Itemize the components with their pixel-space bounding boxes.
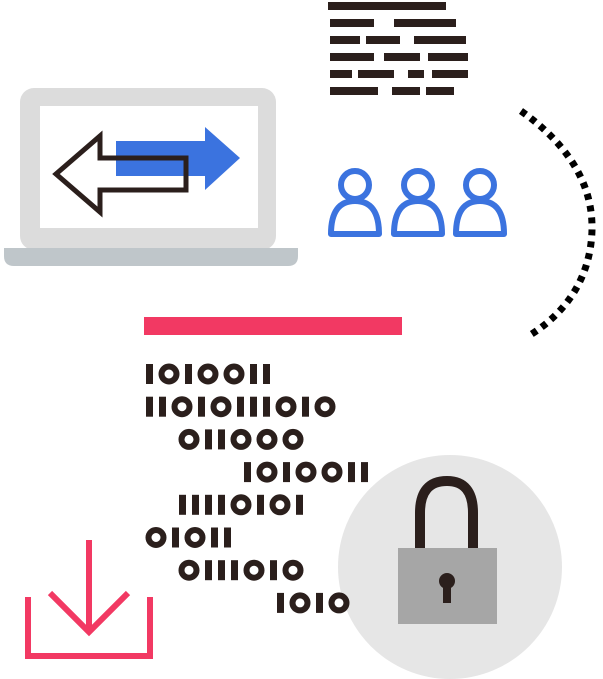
binary-one [205,429,212,450]
binary-one [185,364,192,384]
binary-one [237,396,244,417]
binary-zero [289,592,311,614]
binary-one [231,560,238,581]
document-line [366,36,400,44]
binary-zero [178,428,200,450]
binary-one [250,364,257,384]
user-icon [453,168,507,237]
document-line [432,70,468,78]
document-line [394,19,430,27]
binary-zero [230,428,252,450]
document-line [328,2,446,10]
binary-one [348,462,355,483]
binary-one [302,396,309,417]
binary-one [146,364,153,384]
binary-one [205,560,212,581]
binary-one [224,527,231,548]
document-line [428,53,468,61]
binary-one [361,462,368,483]
binary-zero [282,428,304,450]
binary-one [172,527,179,548]
binary-zero [269,494,291,516]
binary-zero [158,363,180,385]
binary-zero [295,461,317,483]
binary-one [159,396,166,417]
document-line [392,87,420,95]
binary-one [179,494,186,515]
binary-one [211,527,218,548]
binary-one [277,592,284,613]
binary-zero [184,527,206,548]
binary-zero [275,396,297,418]
binary-zero [171,396,193,418]
binary-zero [145,527,167,548]
binary-one [218,494,225,515]
binary-one [218,429,225,450]
binary-zero [256,428,278,450]
user-icon [328,168,382,237]
document-line [428,19,456,27]
binary-zero [178,559,200,581]
binary-one [218,560,225,581]
document-line [358,70,394,78]
binary-zero [210,396,232,418]
document-line [408,70,424,78]
binary-one [296,494,303,515]
transfer-arrows-icon [52,127,240,218]
binary-one [257,494,264,515]
document-line [330,19,374,27]
binary-zero [197,363,219,385]
document-line [330,70,352,78]
binary-zero [321,461,343,483]
binary-one [263,364,270,384]
binary-one [316,592,323,613]
document-line [426,87,454,95]
binary-one [270,560,277,581]
binary-one [205,494,212,515]
binary-one [283,462,290,483]
document-line [414,36,466,44]
document-line [384,53,420,61]
binary-zero [282,559,304,581]
binary-one [198,396,205,417]
user-icon [391,168,445,237]
document-line [330,87,378,95]
binary-one [244,462,251,483]
binary-one [146,396,153,417]
binary-zero [314,396,336,418]
binary-zero [230,494,252,516]
binary-zero [243,559,265,581]
document-line [330,53,374,61]
binary-one [192,494,199,515]
binary-zero [328,592,350,614]
document-line [330,36,360,44]
binary-one [263,396,270,417]
binary-zero [256,461,278,483]
binary-zero [223,363,245,385]
binary-one [250,396,257,417]
